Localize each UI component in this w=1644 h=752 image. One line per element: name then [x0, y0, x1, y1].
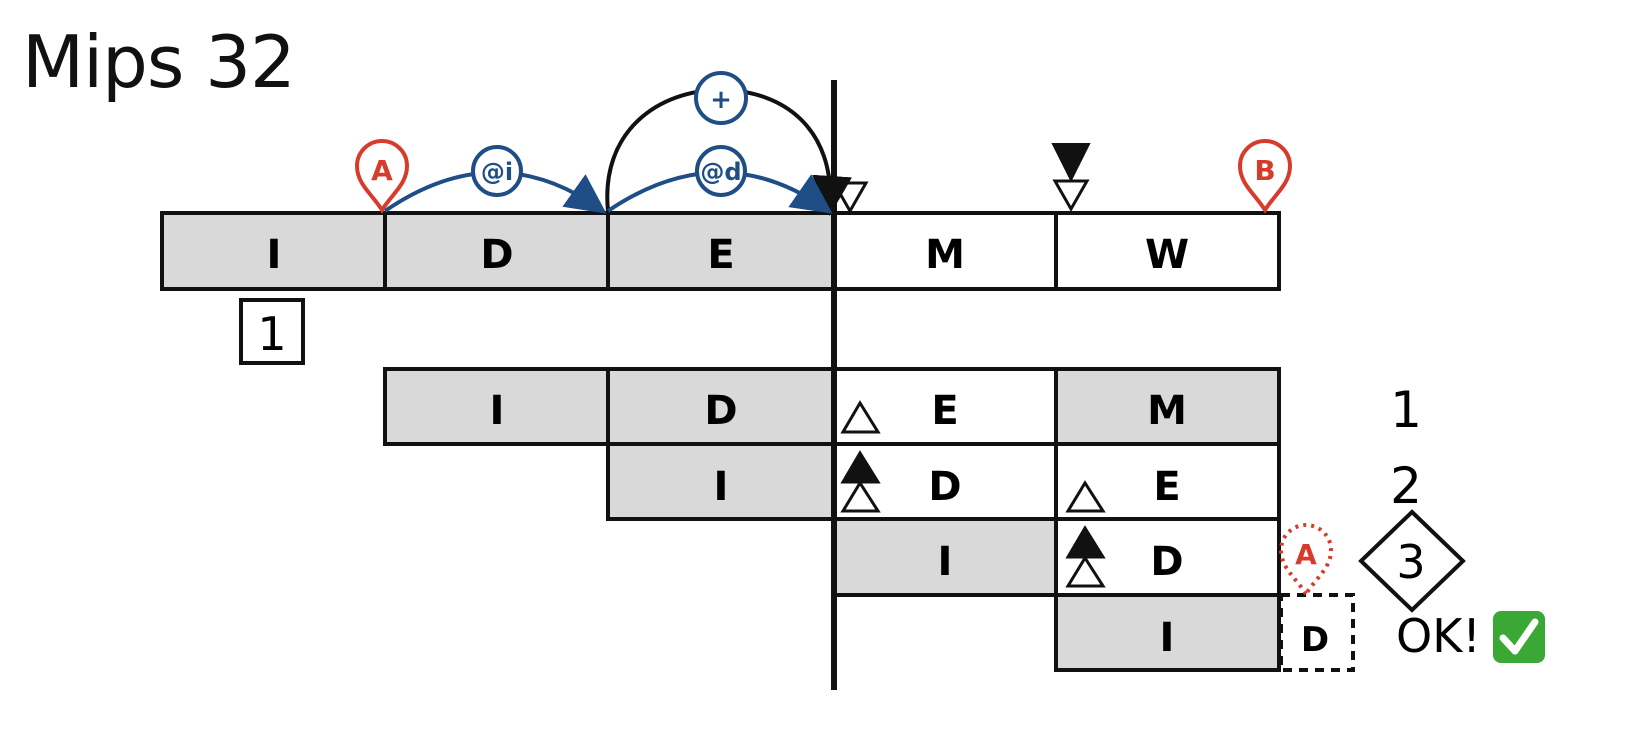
row1-box-d [606, 367, 836, 446]
main-pipeline-row: I D E M W [160, 211, 1281, 291]
hollow-triangle-icon [840, 480, 881, 513]
stage-box-e [606, 211, 836, 291]
stage-box-w [1054, 211, 1281, 291]
stage-box-i [160, 211, 387, 291]
row4-label-d: D [1301, 620, 1329, 660]
stage-box-m [832, 211, 1058, 291]
pipeline-row-4: I D [1054, 593, 1355, 672]
filled-triangle-icon [1051, 143, 1091, 183]
row1-label-m: M [1147, 388, 1187, 434]
row2-label-i: I [714, 464, 729, 510]
row3-box-i [832, 517, 1058, 597]
hollow-triangle-icon [1052, 179, 1090, 213]
diamond-number-label: 3 [1396, 535, 1425, 589]
page-title: Mips 32 [22, 20, 296, 104]
stage-label-e: E [707, 232, 734, 278]
start-marker-label: A [371, 154, 393, 187]
data-address-label: @d [700, 158, 741, 186]
ok-text: OK! [1396, 609, 1481, 663]
hollow-triangle-icon [1065, 480, 1106, 513]
boxed-number-label: 1 [257, 307, 286, 361]
retry-marker-label: A [1295, 538, 1317, 571]
row3-label-d: D [1150, 539, 1183, 585]
row4-label-i: I [1160, 615, 1175, 661]
hollow-triangle-icon [831, 181, 869, 215]
stage-label-i: I [267, 232, 282, 278]
diamond-number: 3 [1358, 509, 1466, 613]
map-pin-icon: A [1278, 523, 1334, 598]
boxed-number: 1 [239, 298, 305, 365]
row1-label-i: I [490, 388, 505, 434]
row1-box-m [1054, 367, 1281, 446]
row2-label-d: D [928, 464, 961, 510]
row1-number: 1 [1390, 381, 1422, 439]
add-label: + [710, 85, 732, 115]
stage-box-d [383, 211, 610, 291]
check-icon [1493, 611, 1545, 663]
row2-number: 2 [1390, 457, 1422, 515]
row1-label-d: D [704, 388, 737, 434]
pipeline-row-2: I D E [606, 442, 1281, 521]
data-address-badge: @d [695, 145, 747, 197]
fetch-address-label: @i [481, 158, 513, 186]
row3-label-i: I [938, 539, 953, 585]
row2-label-e: E [1153, 464, 1180, 510]
row1-label-e: E [931, 388, 958, 434]
end-marker-label: B [1254, 154, 1275, 187]
fetch-address-badge: @i [471, 145, 523, 197]
map-pin-icon: B [1237, 139, 1293, 214]
stage-label-m: M [925, 232, 965, 278]
hollow-triangle-icon [840, 400, 881, 434]
map-pin-icon: A [354, 139, 410, 214]
stage-label-w: W [1145, 232, 1189, 278]
row4-box-d-dashed [1279, 593, 1355, 672]
row4-box-i [1054, 593, 1281, 672]
hollow-triangle-icon [1065, 555, 1106, 588]
row2-box-i [606, 442, 836, 521]
stage-label-d: D [480, 232, 513, 278]
add-badge: + [694, 71, 748, 125]
pipeline-row-3: I D [832, 517, 1281, 597]
